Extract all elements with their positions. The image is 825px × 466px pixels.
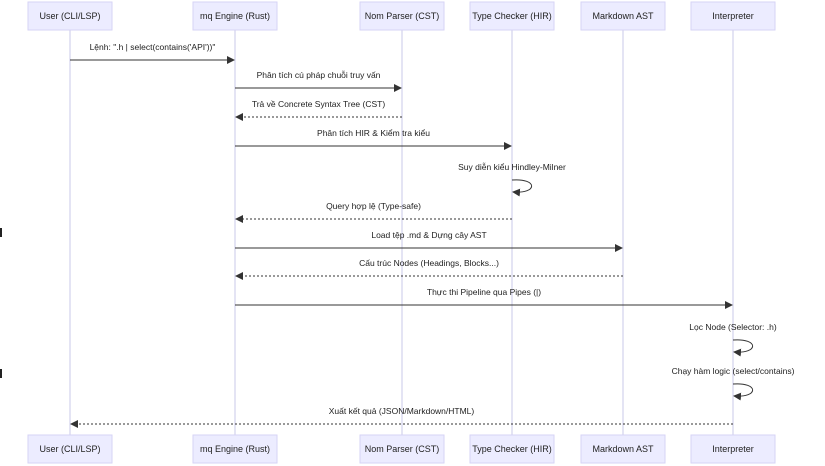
message-9: Thực thi Pipeline qua Pipes (|) (235, 287, 733, 309)
participant-label: mq Engine (Rust) (200, 444, 270, 454)
participant-box (469, 434, 555, 464)
participant-label: Nom Parser (CST) (365, 11, 440, 21)
participant-user-top: User (CLI/LSP) (27, 1, 113, 31)
message-8: Cấu trúc Nodes (Headings, Blocks...) (235, 258, 623, 280)
message-4: Phân tích HIR & Kiểm tra kiểu (235, 128, 512, 150)
participant-label: Markdown AST (592, 11, 654, 21)
left-edge-mark (0, 369, 2, 378)
self-message-arrow (732, 383, 753, 401)
participant-label: mq Engine (Rust) (200, 11, 270, 21)
message-12: Xuất kết quả (JSON/Markdown/HTML) (70, 406, 733, 428)
participant-box (690, 1, 776, 31)
message-label: Query hợp lệ (Type-safe) (326, 201, 421, 211)
participant-parser-top: Nom Parser (CST) (359, 1, 445, 31)
participant-label: User (CLI/LSP) (39, 11, 100, 21)
message-label: Phân tích HIR & Kiểm tra kiểu (317, 128, 430, 138)
message-label: Load tệp .md & Dựng cây AST (371, 230, 486, 240)
participant-ast-top: Markdown AST (580, 1, 666, 31)
participant-box (192, 434, 278, 464)
participant-box (359, 1, 445, 31)
message-2: Phân tích cú pháp chuỗi truy vấn (235, 70, 402, 92)
participant-box (690, 434, 776, 464)
message-label: Lệnh: ".h | select(contains('API'))" (90, 42, 216, 52)
message-11: Chạy hàm logic (select/contains) (672, 366, 795, 401)
message-label: Suy diễn kiểu Hindley-Milner (458, 162, 566, 172)
participant-checker-bottom: Type Checker (HIR) (469, 434, 555, 464)
participant-user-bottom: User (CLI/LSP) (27, 434, 113, 464)
message-10: Lọc Node (Selector: .h) (689, 322, 777, 357)
message-1: Lệnh: ".h | select(contains('API'))" (70, 42, 235, 64)
message-label: Xuất kết quả (JSON/Markdown/HTML) (329, 406, 475, 416)
participant-interp-bottom: Interpreter (690, 434, 776, 464)
participant-label: Nom Parser (CST) (365, 444, 440, 454)
participant-box (580, 434, 666, 464)
participant-engine-top: mq Engine (Rust) (192, 1, 278, 31)
participant-parser-bottom: Nom Parser (CST) (359, 434, 445, 464)
participant-checker-top: Type Checker (HIR) (469, 1, 555, 31)
participant-box (192, 1, 278, 31)
message-6: Query hợp lệ (Type-safe) (235, 201, 512, 223)
message-label: Lọc Node (Selector: .h) (689, 322, 777, 332)
message-label: Cấu trúc Nodes (Headings, Blocks...) (359, 258, 499, 268)
participant-label: Markdown AST (592, 444, 654, 454)
message-3: Trả về Concrete Syntax Tree (CST) (235, 99, 402, 121)
participant-label: User (CLI/LSP) (39, 444, 100, 454)
message-label: Thực thi Pipeline qua Pipes (|) (427, 287, 541, 297)
message-label: Trả về Concrete Syntax Tree (CST) (252, 99, 386, 109)
message-5: Suy diễn kiểu Hindley-Milner (458, 162, 566, 197)
participant-box (580, 1, 666, 31)
participant-engine-bottom: mq Engine (Rust) (192, 434, 278, 464)
message-7: Load tệp .md & Dựng cây AST (235, 230, 623, 252)
participant-box (27, 434, 113, 464)
self-message-arrow (732, 339, 753, 357)
participant-interp-top: Interpreter (690, 1, 776, 31)
participant-box (27, 1, 113, 31)
participant-box (359, 434, 445, 464)
participant-label: Interpreter (712, 11, 754, 21)
message-label: Chạy hàm logic (select/contains) (672, 366, 795, 376)
participant-ast-bottom: Markdown AST (580, 434, 666, 464)
participant-label: Type Checker (HIR) (472, 444, 552, 454)
left-edge-mark (0, 228, 2, 237)
participant-label: Interpreter (712, 444, 754, 454)
self-message-arrow (511, 179, 532, 197)
participant-label: Type Checker (HIR) (472, 11, 552, 21)
participant-box (469, 1, 555, 31)
message-label: Phân tích cú pháp chuỗi truy vấn (257, 70, 381, 80)
